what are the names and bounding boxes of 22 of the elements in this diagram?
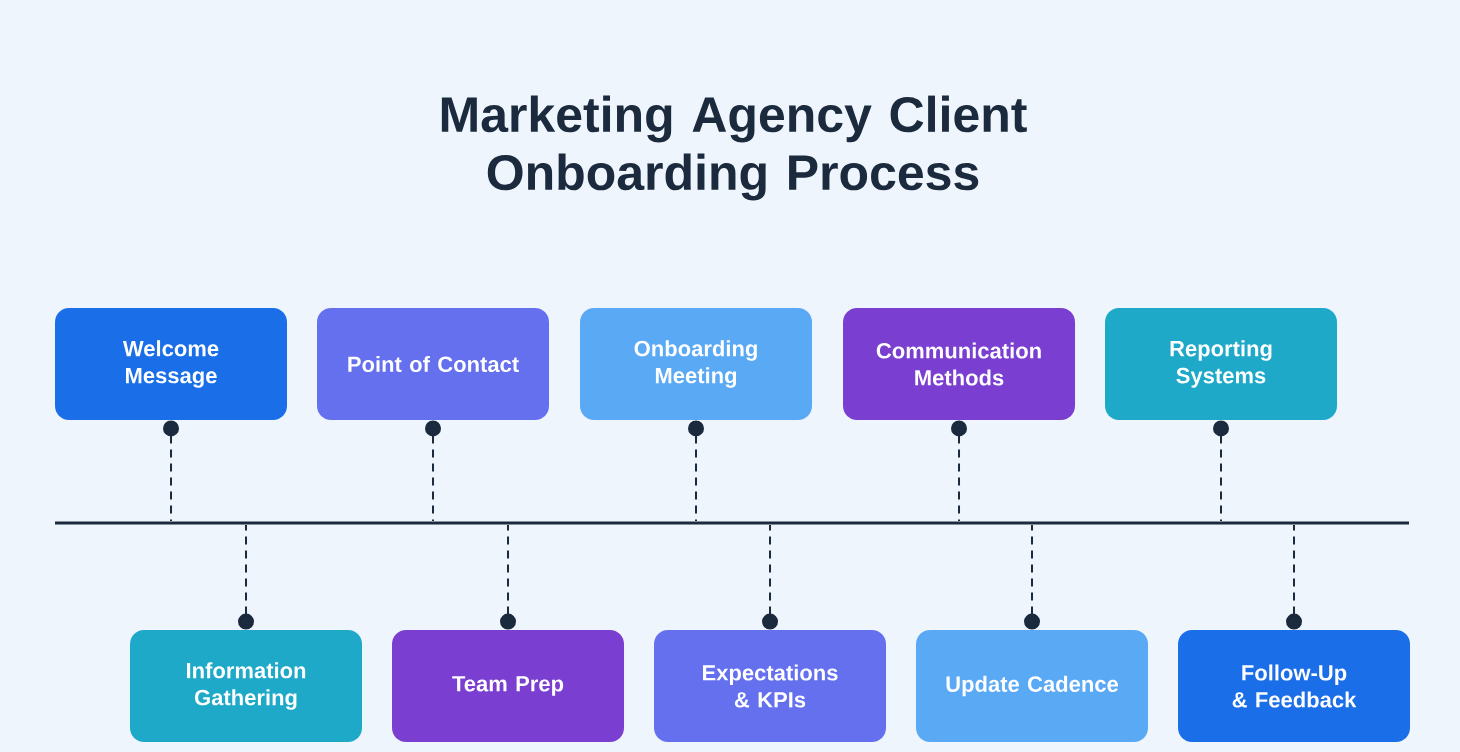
process-box: Follow-Up & Feedback — [1178, 630, 1410, 742]
process-box: Reporting Systems — [1105, 308, 1337, 420]
process-box: Onboarding Meeting — [580, 308, 812, 420]
process-box: Welcome Message — [55, 308, 287, 420]
connector — [500, 523, 516, 630]
process-box: Expectations & KPIs — [654, 630, 886, 742]
process-box: Information Gathering — [130, 630, 362, 742]
connector — [238, 523, 254, 630]
connector — [1024, 523, 1040, 630]
connector — [1286, 523, 1302, 630]
process-box: Update Cadence — [916, 630, 1148, 742]
title: Marketing Agency Client Onboarding Process — [441, 95, 1027, 201]
process-box: Communication Methods — [843, 308, 1075, 420]
connector — [425, 420, 441, 523]
connector — [951, 420, 967, 523]
connector — [688, 420, 704, 523]
process-box: Team Prep — [392, 630, 624, 742]
connector — [1213, 420, 1229, 523]
connector — [762, 523, 778, 630]
process-box: Point of Contact — [317, 308, 549, 420]
connector — [163, 420, 179, 523]
timeline — [55, 521, 1409, 525]
